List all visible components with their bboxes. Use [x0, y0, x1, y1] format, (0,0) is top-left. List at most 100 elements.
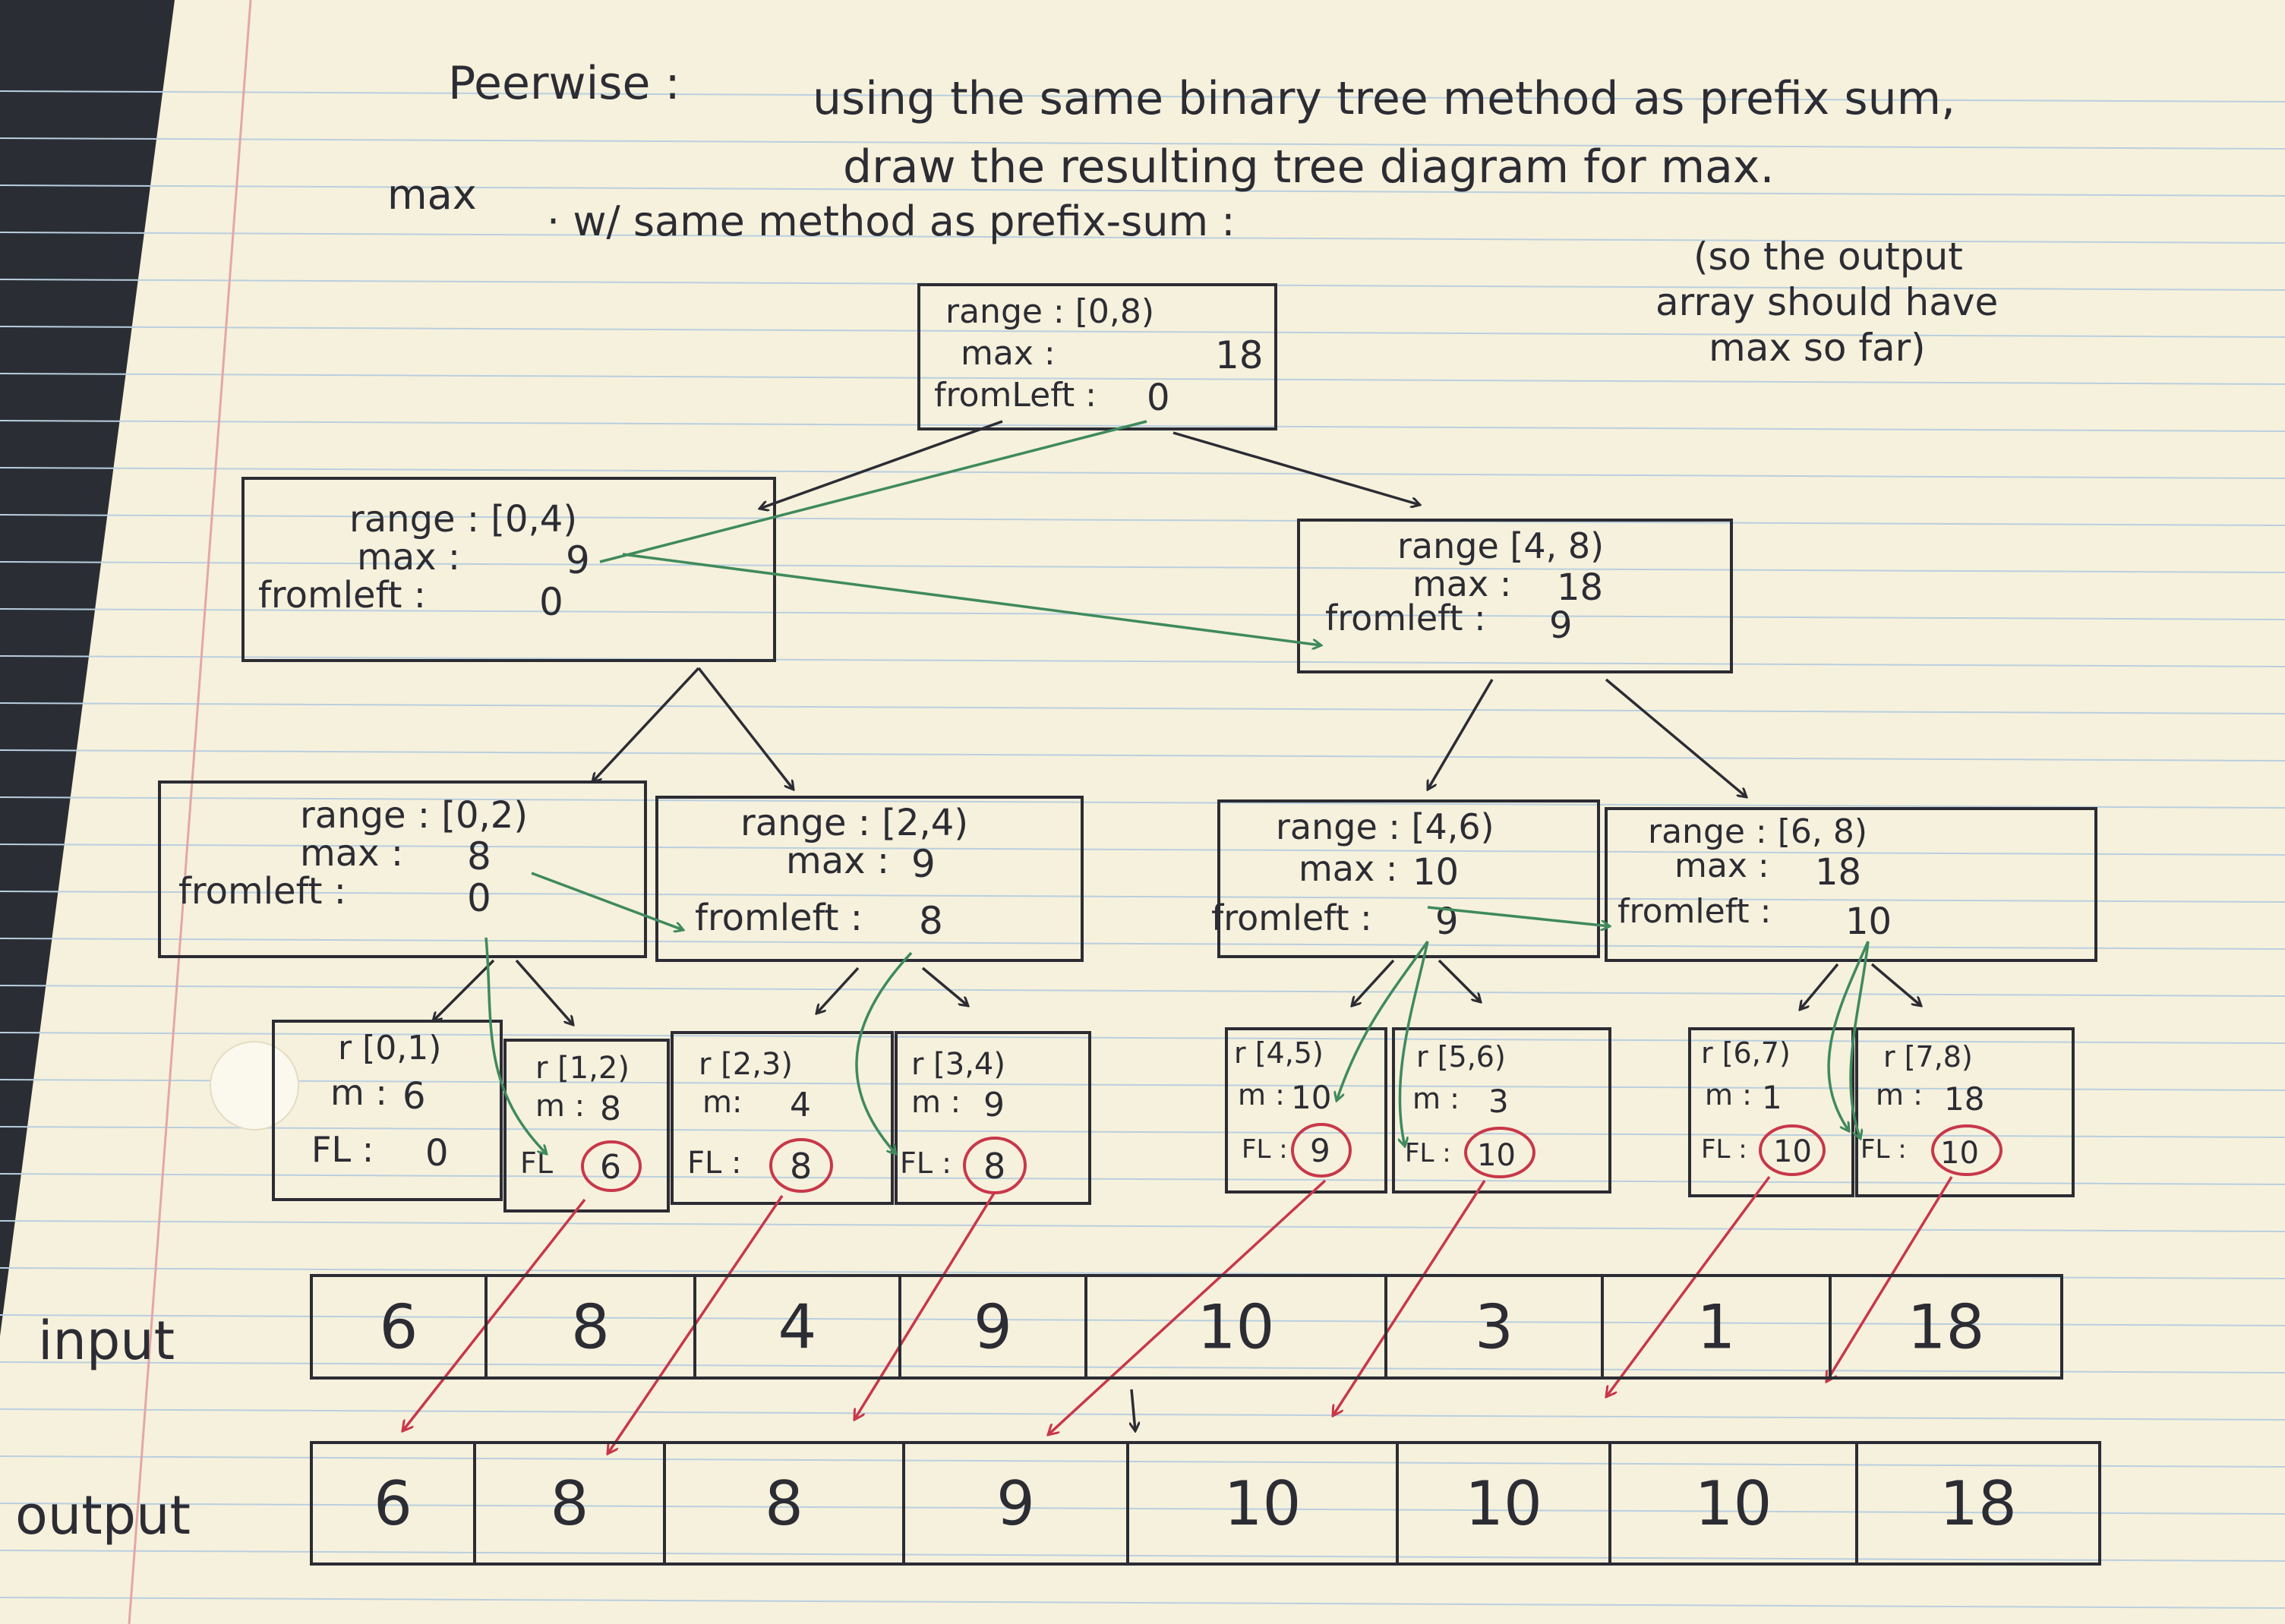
leaf-max-value: 1 [1762, 1079, 1782, 1116]
node-fromleft-value: 9 [1549, 604, 1573, 647]
node-range: range : [0,4) [349, 498, 577, 541]
tree-node-0-2: range : [0,2) max : 8 fromleft : 0 [158, 780, 647, 958]
array-cell-value: 9 [974, 1292, 1012, 1363]
array-cell-value: 8 [765, 1468, 803, 1539]
leaf-node-2: r [2,3) m: 4 FL : 8 [671, 1031, 894, 1205]
ruled-line [0, 1079, 2285, 1091]
input-label: input [38, 1310, 175, 1372]
leaf-max-value: 9 [983, 1086, 1005, 1124]
ruled-line [0, 608, 2285, 620]
array-frame [310, 1441, 2101, 1566]
max-label: max [387, 171, 477, 219]
ruled-line [0, 702, 2285, 714]
tree-node-root: range : [0,8) max : 18 fromLeft : 0 [917, 283, 1277, 430]
array-frame [310, 1274, 2063, 1380]
leaf-fl-value: 6 [600, 1148, 621, 1187]
node-max-value: 10 [1412, 851, 1459, 894]
leaf-fl-value: 9 [1310, 1132, 1330, 1169]
node-fromleft-value: 0 [1147, 377, 1170, 419]
answer-line: · w/ same method as prefix-sum : [547, 197, 1235, 245]
fl-circle [581, 1140, 642, 1192]
ruled-line [0, 938, 2285, 950]
leaf-max-label: m : [1412, 1082, 1460, 1115]
leaf-max-value: 18 [1944, 1080, 1984, 1118]
leaf-max-value: 10 [1291, 1079, 1331, 1116]
ruled-line [0, 655, 2285, 667]
node-max-value: 9 [911, 842, 936, 886]
leaf-max-value: 8 [600, 1089, 621, 1128]
leaf-range: r [2,3) [699, 1047, 793, 1082]
node-max-value: 9 [566, 538, 590, 582]
ruled-lines [0, 90, 2285, 1609]
leaf-fl-label: FL : [1242, 1134, 1288, 1165]
node-fromleft-value: 0 [467, 876, 491, 920]
tree-node-4-6: range : [4,6) max : 10 fromleft : 9 [1211, 799, 1600, 958]
node-range: range [4, 8) [1397, 525, 1604, 566]
node-max-value: 18 [1215, 333, 1264, 377]
leaf-fl-label: FL : [1405, 1138, 1451, 1168]
node-range: range : [2,4) [740, 802, 968, 844]
leaf-fl-label: FL : [900, 1146, 952, 1180]
ruled-line [0, 1173, 2285, 1185]
array-cell-value: 4 [778, 1292, 817, 1363]
ruled-line [0, 1361, 2285, 1373]
ruled-line [0, 1550, 2285, 1562]
output-label: output [15, 1484, 191, 1547]
leaf-fl-value: 0 [425, 1132, 449, 1175]
ruled-line [0, 1408, 2285, 1421]
leaf-range: r [3,4) [911, 1047, 1005, 1082]
note-line-1: (so the output [1693, 235, 1963, 279]
node-max-label: max : [786, 840, 889, 882]
node-max-label: max : [961, 334, 1056, 373]
prompt-line-1: using the same binary tree method as pre… [813, 72, 1955, 125]
fl-circle [1759, 1124, 1826, 1176]
peerwise-title: Peerwise : [448, 57, 680, 110]
array-cell-value: 3 [1475, 1292, 1513, 1363]
ruled-line [0, 749, 2285, 762]
tree-node-2-4: range : [2,4) max : 9 fromleft : 8 [655, 796, 1084, 962]
ruled-line [0, 90, 2285, 102]
node-fromleft-label: fromleft : [1325, 598, 1486, 639]
leaf-fl-label: FL : [1861, 1134, 1907, 1165]
leaf-fl-value: 8 [790, 1146, 812, 1187]
binder-hole [210, 1041, 299, 1130]
node-fromleft-label: fromleft : [695, 897, 863, 939]
node-fromleft-value: 10 [1845, 900, 1892, 943]
ruled-line [0, 1503, 2285, 1515]
array-cell-value: 10 [1465, 1468, 1542, 1539]
leaf-node-5: r [5,6) m : 3 FL : 10 [1392, 1027, 1611, 1194]
leaf-fl-value: 10 [1940, 1136, 1979, 1171]
leaf-node-3: r [3,4) m : 9 FL : 8 [895, 1031, 1091, 1205]
leaf-fl-value: 10 [1773, 1134, 1812, 1169]
leaf-fl-value: 10 [1477, 1138, 1516, 1173]
array-cell-value: 6 [380, 1292, 418, 1363]
leaf-node-7: r [7,8) m : 18 FL : 10 [1855, 1027, 2075, 1197]
node-range: range : [0,2) [300, 794, 528, 837]
ruled-line [0, 1455, 2285, 1468]
array-cell-value: 6 [374, 1468, 412, 1539]
node-fromleft-value: 9 [1435, 900, 1459, 943]
node-fromleft-label: fromleft : [1211, 897, 1372, 938]
ruled-line [0, 1314, 2285, 1326]
leaf-range: r [0,1) [338, 1029, 441, 1067]
array-cell-value: 1 [1697, 1292, 1736, 1363]
node-fromleft-label: fromleft : [178, 870, 346, 913]
array-cell-value: 18 [1908, 1292, 1985, 1363]
node-fromleft-label: fromleft : [258, 574, 426, 616]
fromleft-arrows [484, 420, 1870, 1154]
leaf-range: r [1,2) [535, 1051, 630, 1086]
note-line-2: array should have [1655, 280, 1998, 324]
leaf-max-label: m : [911, 1085, 961, 1120]
node-max-value: 18 [1557, 566, 1603, 609]
ruled-line [0, 1597, 2285, 1609]
leaf-range: r [6,7) [1701, 1036, 1791, 1070]
tree-node-0-4: range : [0,4) max : 9 fromleft : 0 [241, 477, 776, 662]
ruled-line [0, 985, 2285, 997]
note-line-3: max so far) [1709, 326, 1926, 370]
ruled-line [0, 184, 2285, 197]
ruled-line [0, 420, 2285, 432]
ruled-line [0, 514, 2285, 526]
node-max-label: max : [1674, 847, 1769, 885]
